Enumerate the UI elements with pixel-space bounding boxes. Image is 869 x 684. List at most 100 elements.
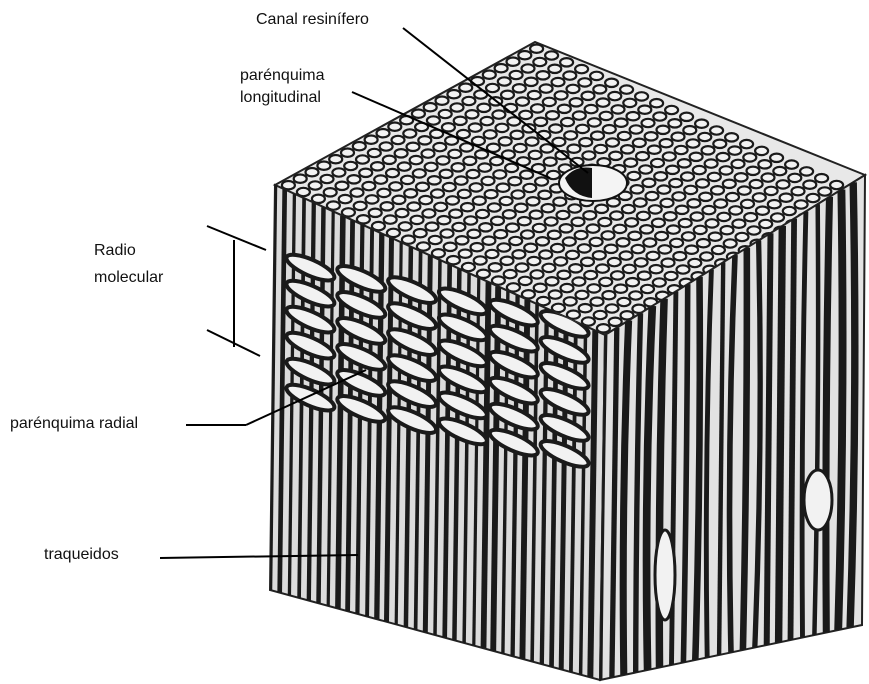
transverse-cell [369,209,382,217]
transverse-cell [627,172,640,180]
transverse-cell [664,212,677,220]
transverse-cell [690,153,703,161]
transverse-cell [491,217,504,225]
transverse-cell [413,169,426,177]
transverse-cell [747,167,760,175]
transverse-cell [552,138,565,146]
transverse-cell [630,125,643,133]
transverse-cell [698,133,711,141]
transverse-cell [426,223,439,231]
transverse-cell [705,159,718,167]
transverse-cell [434,203,447,211]
transverse-cell [509,237,522,245]
transverse-cell [543,98,556,106]
transverse-cell [544,158,557,166]
transverse-cell [395,149,408,157]
transverse-cell [416,183,429,191]
transverse-cell [555,91,568,99]
transverse-cell [497,243,510,251]
transverse-cell [317,162,330,170]
transverse-cell [452,163,465,171]
transverse-cell [377,129,390,137]
transverse-cell [473,197,486,205]
transverse-cell [807,194,820,202]
transverse-cell [588,118,601,126]
transverse-cell [700,252,713,260]
transverse-cell [642,179,655,187]
transverse-cell [695,120,708,128]
transverse-cell [661,199,674,207]
transverse-cell [590,238,603,246]
transverse-cell [800,167,813,175]
transverse-cell [621,145,634,153]
transverse-cell [366,195,379,203]
transverse-cell [736,233,749,241]
transverse-cell [720,166,733,174]
transverse-cell [422,209,435,217]
transverse-cell [830,181,843,189]
transverse-cell [553,198,566,206]
transverse-cell [792,187,805,195]
transverse-cell [617,238,630,246]
transverse-cell [482,237,495,245]
transverse-cell [590,72,603,80]
transverse-cell [785,160,798,168]
transverse-cell [528,91,541,99]
transverse-cell [437,216,450,224]
transverse-cell [535,177,548,185]
transverse-cell [425,163,438,171]
transverse-cell [471,243,484,251]
transverse-cell [392,196,405,204]
transverse-cell [762,173,775,181]
transverse-cell [750,180,763,188]
transverse-cell [732,160,745,168]
transverse-cell [546,277,559,285]
transverse-cell [643,238,656,246]
transverse-cell [702,206,715,214]
transverse-cell [620,85,633,93]
transverse-cell [332,168,345,176]
transverse-cell [669,179,682,187]
transverse-cell [503,210,516,218]
transverse-cell [518,217,531,225]
transverse-cell [724,239,737,247]
transverse-cell [713,140,726,148]
resin-canal [559,165,627,201]
transverse-cell [545,217,558,225]
transverse-cell [770,154,783,162]
transverse-cell [563,237,576,245]
transverse-cell [635,92,648,100]
transverse-cell [422,149,435,157]
transverse-cell [593,251,606,259]
transverse-cell [398,162,411,170]
transverse-cell [668,119,681,127]
transverse-cell [309,181,322,189]
transverse-cell [606,138,619,146]
transverse-cell [627,112,640,120]
transverse-cell [501,91,514,99]
transverse-cell [462,97,475,105]
transverse-cell [657,126,670,134]
transverse-cell [579,304,592,312]
transverse-cell [563,71,576,79]
transverse-cell [446,196,459,204]
transverse-cell [597,98,610,106]
transverse-cell [513,84,526,92]
transverse-cell [578,78,591,86]
label-radio-molecular-1: Radio [94,241,136,261]
transverse-cell [572,218,585,226]
transverse-cell [594,311,607,319]
transverse-cell [520,171,533,179]
transverse-cell [500,197,513,205]
transverse-cell [765,187,778,195]
transverse-cell [663,152,676,160]
transverse-cell [344,162,357,170]
transverse-cell [525,78,538,86]
transverse-cell [725,133,738,141]
transverse-cell [738,186,751,194]
transverse-cell [336,182,349,190]
transverse-cell [677,265,690,273]
transverse-cell [723,180,736,188]
transverse-cell [464,216,477,224]
transverse-cell [575,65,588,73]
